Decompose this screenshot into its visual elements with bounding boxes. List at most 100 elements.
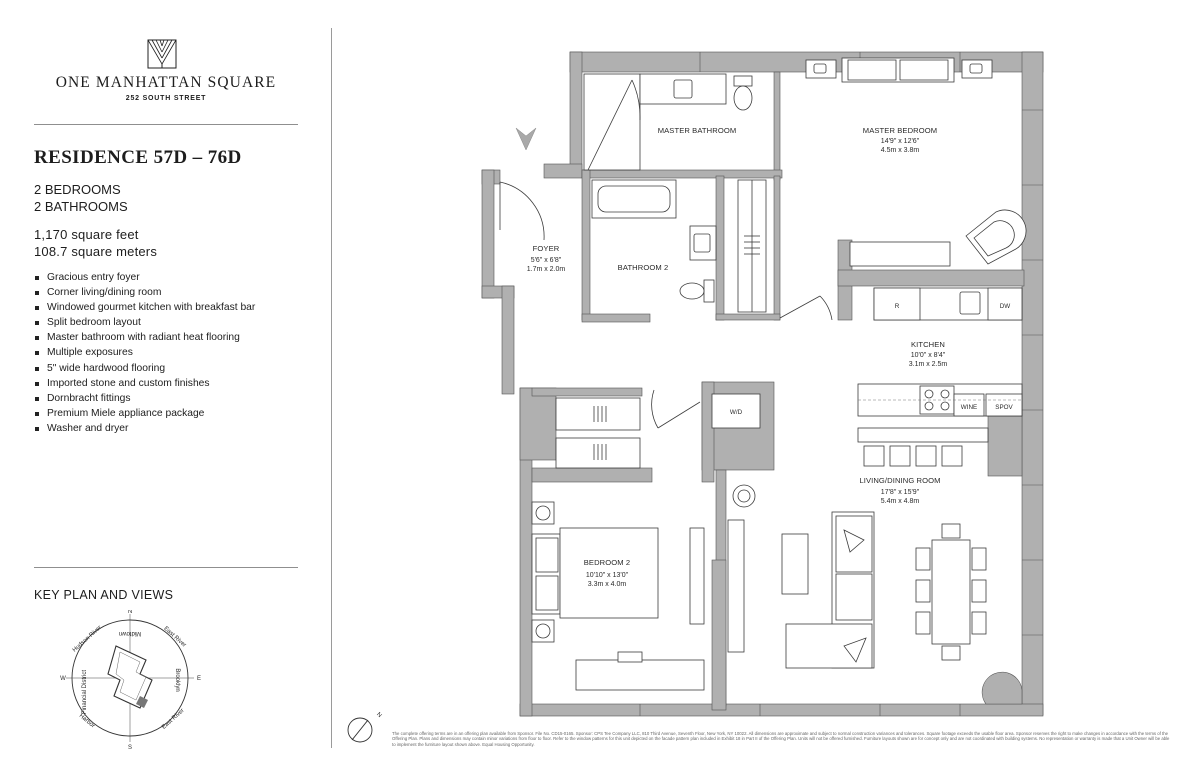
dishwasher — [987, 287, 1023, 321]
room-label-living-dining: LIVING/DINING ROOM — [859, 476, 940, 485]
cushion-icon — [843, 637, 867, 663]
dining-chair — [915, 547, 931, 571]
feature-item: Imported stone and custom finishes — [34, 376, 255, 391]
compass-west: W — [60, 676, 66, 682]
fixture-label-refrigerator: R — [895, 303, 900, 310]
door-swing — [651, 389, 659, 429]
fixture-label-spov: SPOV — [995, 404, 1013, 411]
entry-door — [499, 181, 545, 241]
wall-bed2-closet-top — [531, 387, 643, 397]
wall-bed2-top — [531, 467, 653, 483]
window-mullions — [639, 52, 1043, 716]
building-outline — [107, 645, 153, 709]
unit-area: 1,170 square feet 108.7 square meters — [34, 226, 157, 260]
door-leaf — [657, 401, 701, 429]
living-dining-furniture — [727, 484, 987, 669]
room-dim-bedroom-2-imperial: 10'10" x 13'0" — [586, 572, 629, 579]
master-bedroom-furniture — [805, 57, 1027, 267]
room-label-kitchen: KITCHEN — [911, 340, 945, 349]
view-label-financial-district: Financial District — [82, 670, 88, 714]
dresser — [849, 241, 951, 267]
room-label-bedroom-2: BEDROOM 2 — [584, 558, 630, 567]
burner-icon — [924, 401, 934, 411]
dining-chair — [971, 547, 987, 571]
spov — [985, 393, 1023, 417]
feature-item: Multiple exposures — [34, 345, 255, 360]
pillow-right — [899, 59, 949, 81]
wall-left-master-bath — [569, 51, 583, 171]
north-arrow-needle — [351, 719, 369, 741]
wall-kitchen-island-column — [987, 413, 1023, 477]
shower — [583, 73, 641, 171]
view-label-midtown: Midtown — [119, 630, 141, 636]
room-dim-foyer-metric: 1.7m x 2.0m — [527, 266, 566, 273]
lounge-chair-seat — [973, 220, 1015, 257]
residence-title: RESIDENCE 57D – 76D — [34, 147, 242, 168]
bar-stool — [941, 445, 963, 467]
north-arrow-icon: N — [347, 712, 382, 743]
room-label-master-bedroom: MASTER BEDROOM — [863, 126, 937, 135]
cushion-icon — [843, 529, 865, 553]
coffee-table — [781, 533, 809, 595]
wine-fridge — [953, 393, 985, 417]
vanity-counter — [639, 73, 727, 105]
area-square-meters: 108.7 square meters — [34, 244, 158, 259]
room-dim-foyer-imperial: 5'6" x 6'8" — [531, 257, 562, 264]
compass-north: N — [128, 610, 132, 615]
wall-bath2-top — [581, 169, 783, 179]
info-panel: ONE MANHATTAN SQUARE 252 SOUTH STREET RE… — [0, 0, 330, 776]
wall-closet-right — [773, 175, 781, 321]
wall-closet-bottom — [715, 313, 781, 321]
feature-item: 5" wide hardwood flooring — [34, 361, 255, 376]
toilet2-tank — [703, 279, 715, 303]
lamp-icon — [535, 505, 551, 521]
unit-highlight — [136, 696, 148, 708]
fixture-label-wine: WINE — [961, 404, 977, 411]
room-dim-living-dining-imperial: 17'8" x 15'9" — [881, 489, 920, 496]
one-manhattan-square-logo-icon — [147, 39, 177, 69]
fixture-label-dishwasher: DW — [1000, 303, 1011, 310]
dining-chair — [915, 579, 931, 603]
dining-chair — [941, 645, 961, 661]
room-label-bathroom-2: BATHROOM 2 — [618, 263, 669, 272]
kitchen-sink-icon — [959, 291, 981, 315]
wall-foyer-top-left — [543, 163, 583, 179]
key-plan-title: KEY PLAN AND VIEWS — [34, 588, 174, 602]
feature-item: Master bathroom with radiant heat floori… — [34, 330, 255, 345]
shower-door-arc — [631, 79, 641, 121]
room-dim-kitchen-imperial: 10'0" x 8'4" — [911, 352, 946, 359]
room-dim-master-bedroom-imperial: 14'9" x 12'6" — [881, 138, 920, 145]
burner-icon — [924, 389, 934, 399]
shower-glass — [587, 79, 633, 171]
building-inner — [115, 651, 147, 701]
bedroom-2-furniture — [531, 501, 705, 691]
room-label-master-bathroom: MASTER BATHROOM — [658, 126, 737, 135]
bar-stool — [863, 445, 885, 467]
burner-icon — [940, 401, 950, 411]
column-corner — [981, 671, 1023, 705]
door-leaf — [779, 295, 821, 319]
bed2-tv-console — [689, 527, 705, 625]
dining-chair — [941, 523, 961, 539]
north-arrow-label: N — [375, 712, 382, 719]
divider-rule — [34, 567, 298, 568]
wall-bath2-right — [715, 175, 725, 321]
wall-bath2-left — [581, 169, 591, 321]
bathroom-2-fixtures — [591, 179, 717, 303]
compass-east: E — [197, 676, 201, 682]
legal-disclaimer: The complete offering terms are in an of… — [392, 731, 1170, 747]
column-divider — [331, 28, 332, 748]
wall-right-exterior — [1021, 51, 1044, 716]
wall-bed2-right-lower — [711, 559, 727, 711]
sofa-seat — [835, 573, 873, 621]
wall-bottom-exterior — [519, 703, 1044, 717]
view-label-brooklyn: Brooklyn — [174, 668, 180, 691]
toilet-tank — [733, 75, 753, 87]
wd-door — [651, 389, 701, 429]
lamp-right-icon — [969, 63, 983, 74]
wall-kitchen-top — [837, 269, 1025, 287]
toilet-bowl-icon — [733, 85, 753, 111]
bar-stool — [915, 445, 937, 467]
room-dim-kitchen-metric: 3.1m x 2.5m — [909, 361, 948, 368]
